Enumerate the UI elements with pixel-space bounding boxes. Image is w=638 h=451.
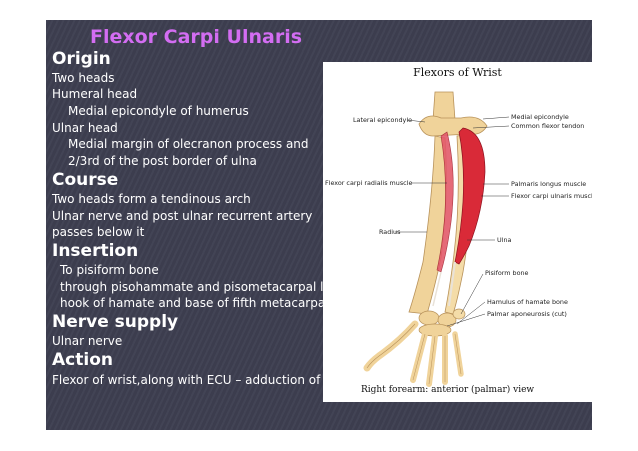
label-lateral-epicondyle: Lateral epicondyle [353, 116, 413, 124]
origin-line: Ulnar head [52, 121, 118, 135]
figure-title: Flexors of Wrist [413, 66, 502, 79]
course-line: Two heads form a tendinous arch [52, 192, 251, 206]
heading-origin: Origin [52, 49, 111, 69]
label-common-flexor-tendon: Common flexor tendon [511, 122, 585, 130]
slide: Flexor Carpi Ulnaris Origin Two heads Hu… [46, 20, 592, 430]
origin-line: Medial margin of olecranon process and [68, 137, 309, 151]
figure-caption: Right forearm: anterior (palmar) view [361, 385, 535, 395]
insertion-line: through pisohammate and pisometacarpal l… [60, 280, 335, 294]
origin-line: Two heads [52, 71, 115, 85]
label-palmaris-longus: Palmaris longus muscle [511, 180, 587, 188]
label-flexor-carpi-ulnaris: Flexor carpi ulnaris muscl [511, 192, 592, 200]
slide-title: Flexor Carpi Ulnaris [90, 26, 303, 48]
label-radius: Radius [379, 228, 401, 236]
anatomy-figure: Flexors of Wrist [323, 62, 592, 402]
origin-line: Medial epicondyle of humerus [68, 104, 249, 118]
forearm-illustration [363, 91, 510, 387]
label-hamulus: Hamulus of hamate bone [487, 298, 568, 306]
heading-insertion: Insertion [52, 241, 139, 261]
course-line: passes below it [52, 225, 145, 239]
origin-line: 2/3rd of the post border of ulna [68, 154, 257, 168]
label-medial-epicondyle: Medial epicondyle [511, 113, 569, 121]
heading-action: Action [52, 350, 113, 370]
origin-line: Humeral head [52, 87, 138, 101]
course-line: Ulnar nerve and post ulnar recurrent art… [52, 209, 313, 223]
insertion-line: hook of hamate and base of fifth metacar… [60, 296, 329, 310]
heading-course: Course [52, 170, 119, 190]
action-line: Flexor of wrist,along with ECU – adducti… [52, 373, 321, 387]
label-palmar-aponeurosis: Palmar aponeurosis (cut) [487, 310, 567, 318]
nerve-line: Ulnar nerve [52, 334, 123, 348]
label-pisiform: Pisiform bone [485, 269, 529, 277]
insertion-line: To pisiform bone [60, 263, 159, 277]
label-flexor-carpi-radialis: Flexor carpi radialis muscle [325, 179, 413, 187]
heading-nerve-supply: Nerve supply [52, 312, 179, 332]
label-ulna: Ulna [497, 236, 512, 244]
